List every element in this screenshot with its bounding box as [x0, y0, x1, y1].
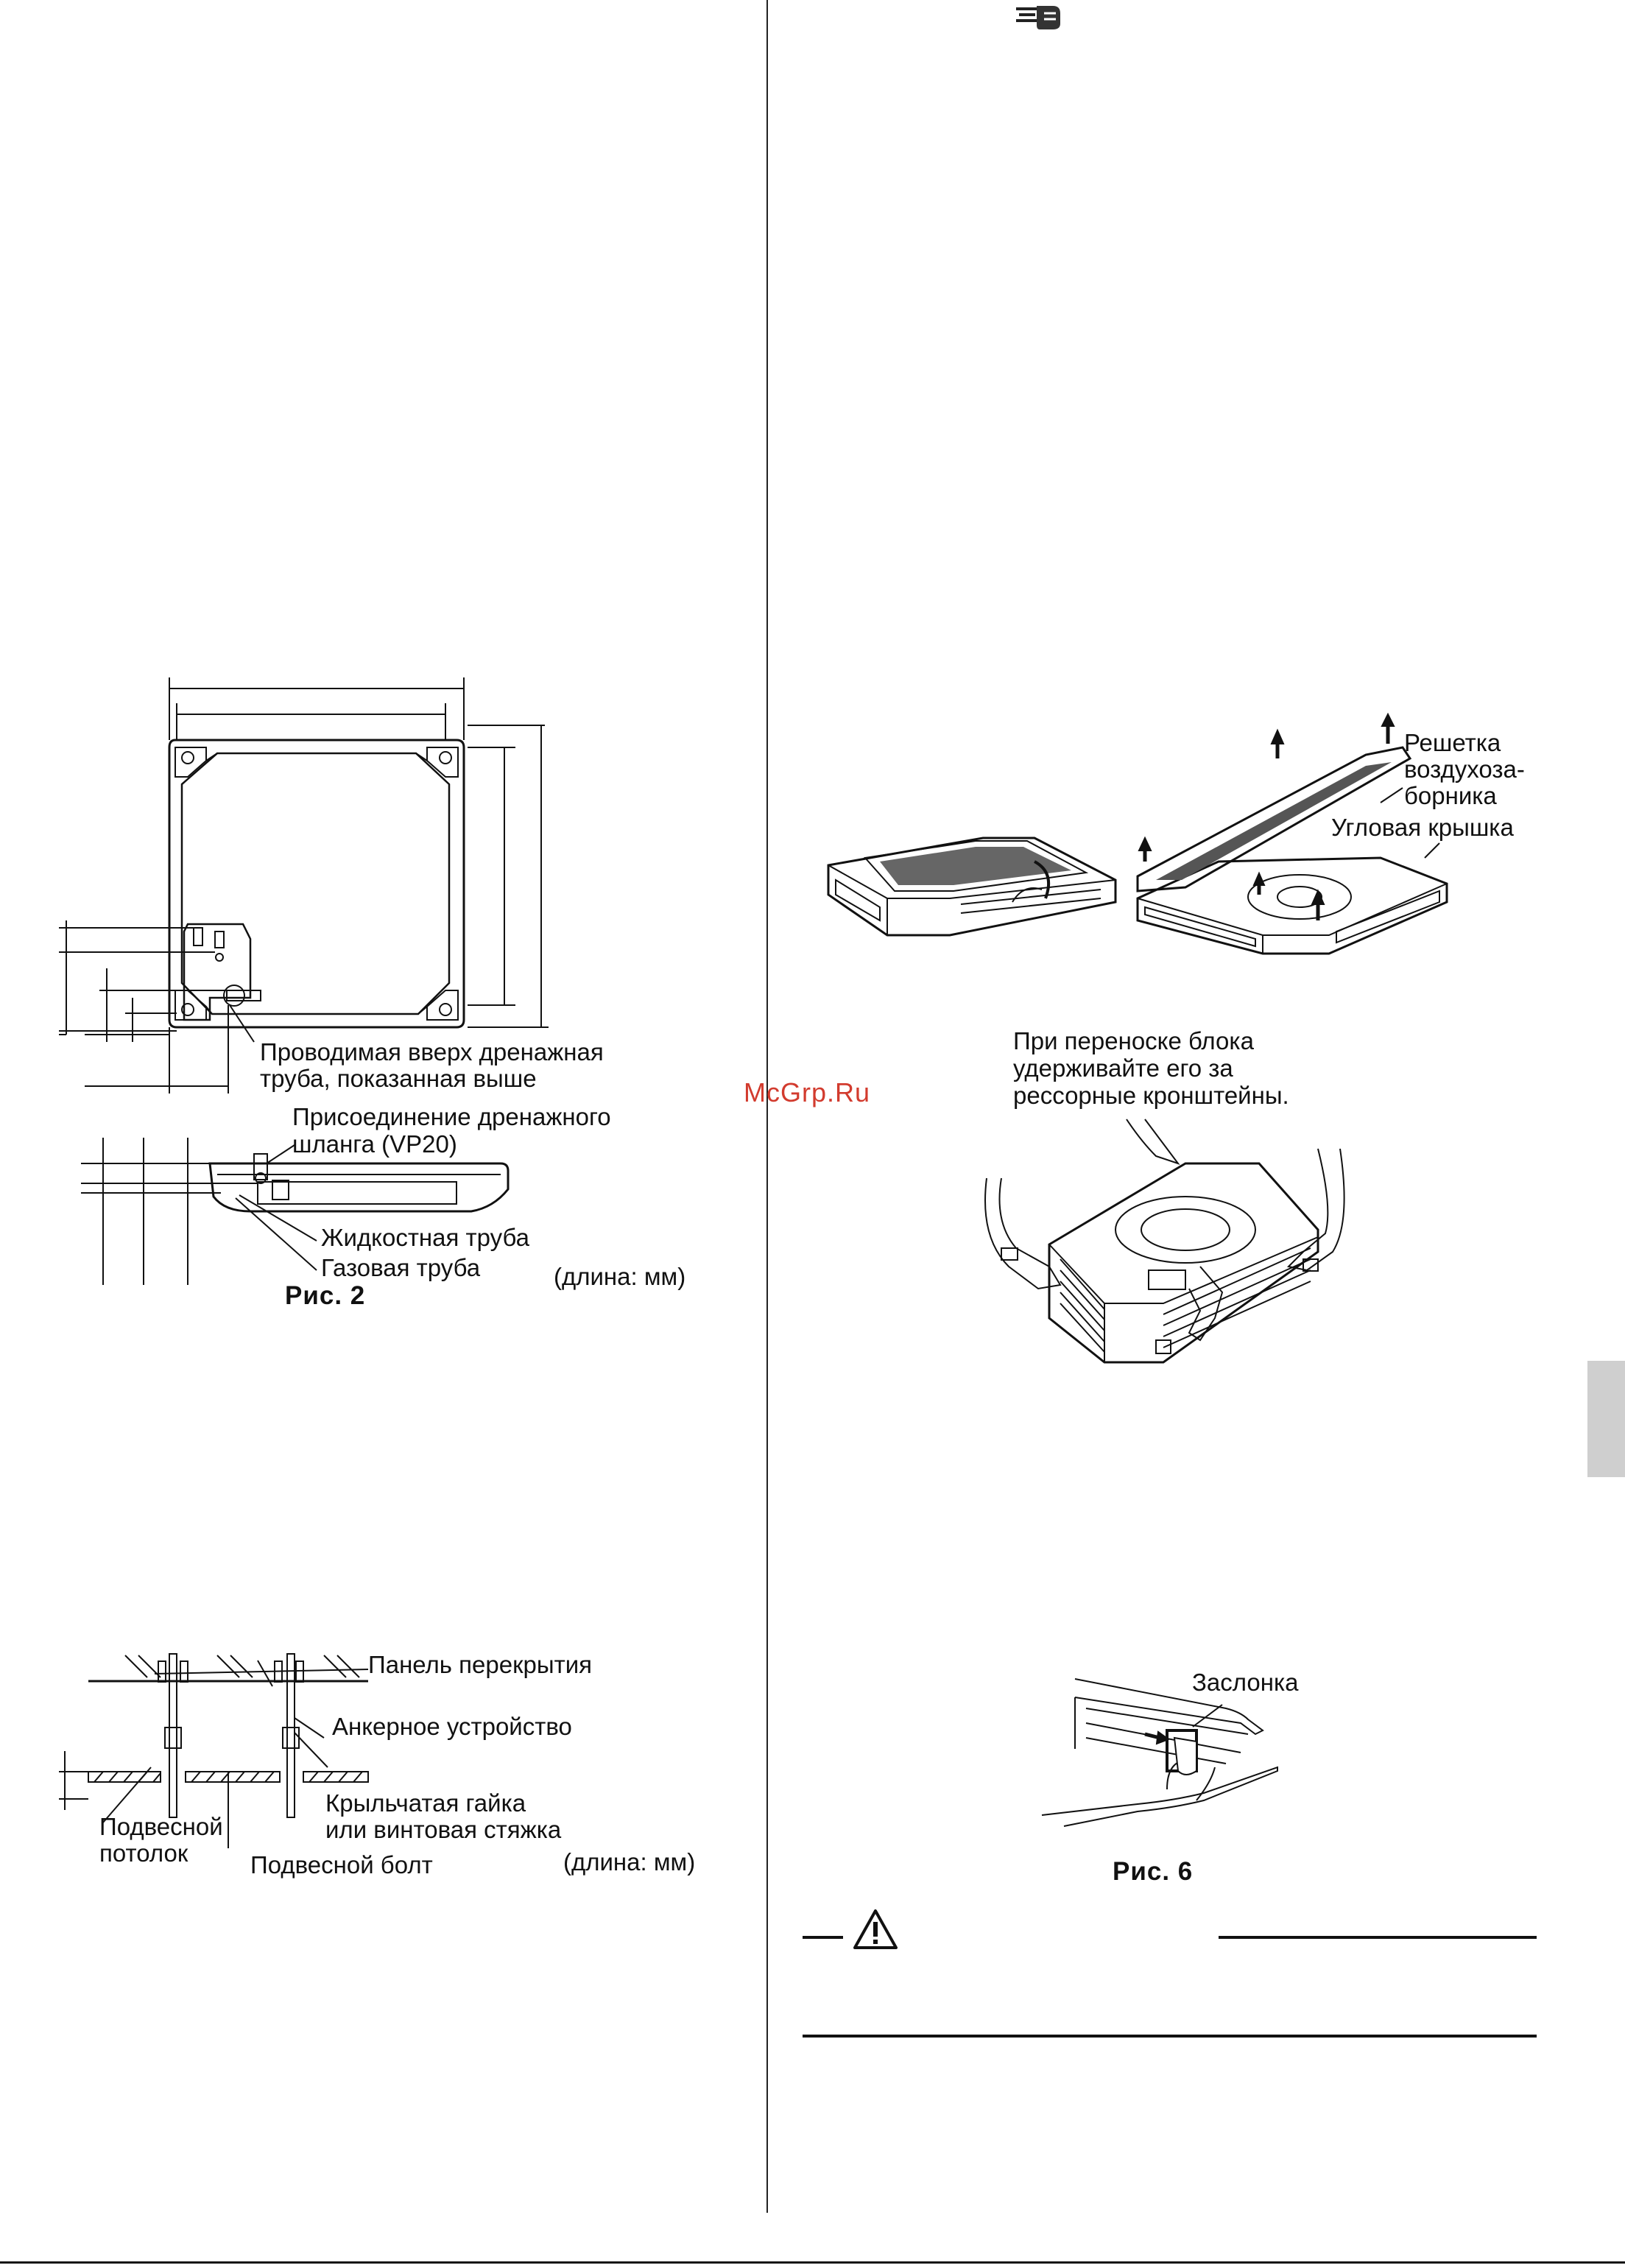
- fig2-units-label: (длина: мм): [554, 1263, 686, 1290]
- fig2-label-drain-up-1: Проводимая вверх дренажная: [260, 1038, 604, 1066]
- fig3-label-nut-2: или винтовая стяжка: [325, 1816, 562, 1843]
- fig2-label-drain-up-2: труба, показанная выше: [260, 1065, 537, 1092]
- carry-note-2: удерживайте его за: [1013, 1054, 1233, 1082]
- grille-label-3: борника: [1404, 782, 1497, 809]
- caution-rule-left: [803, 1936, 843, 1939]
- fig3-suspension-drawing: [59, 1648, 383, 1825]
- fig6-label-shutter: Заслонка: [1192, 1669, 1299, 1696]
- carry-note-3: рессорные кронштейны.: [1013, 1082, 1289, 1109]
- watermark-text: McGrp.Ru: [744, 1077, 871, 1107]
- fig3-units-label: (длина: мм): [563, 1848, 696, 1876]
- side-tab-marker: [1587, 1361, 1625, 1477]
- grille-label-2: воздухоза-: [1404, 756, 1525, 783]
- warning-triangle-icon: [853, 1909, 898, 1950]
- fig2-caption: Рис. 2: [285, 1281, 366, 1310]
- fig3-label-nut-1: Крыльчатая гайка: [325, 1789, 526, 1817]
- bottom-rule: [0, 2261, 1625, 2264]
- fig6-caption: Рис. 6: [1113, 1857, 1194, 1886]
- corner-cover-label: Угловая крышка: [1331, 814, 1514, 841]
- pointing-hand-icon: [1015, 6, 1060, 29]
- grille-removal-drawing: [821, 714, 1447, 965]
- carry-note-1: При переноске блока: [1013, 1027, 1254, 1054]
- fig6-shutter-drawing: [1027, 1679, 1292, 1834]
- grille-label-1: Решетка: [1404, 729, 1501, 756]
- fig2-label-hose-2: шланга (VP20): [292, 1130, 457, 1158]
- fig3-label-anchor: Анкерное устройство: [332, 1713, 572, 1740]
- carry-unit-drawing: [979, 1119, 1362, 1384]
- fig3-label-bolt: Подвесной болт: [250, 1851, 433, 1878]
- caution-rule-bottom: [803, 2035, 1537, 2038]
- fig3-leader-lines: [147, 1653, 383, 1874]
- column-divider: [766, 0, 768, 2213]
- fig2-label-gas-pipe: Газовая труба: [321, 1254, 481, 1281]
- fig2-label-hose-1: Присоединение дренажного: [292, 1103, 611, 1130]
- fig3-label-ceiling-1: Подвесной: [99, 1813, 223, 1840]
- caution-rule-right: [1219, 1936, 1537, 1939]
- fig3-label-ceiling-2: потолок: [99, 1839, 188, 1867]
- fig3-label-panel: Панель перекрытия: [368, 1651, 593, 1678]
- fig2-side-view-drawing: [74, 1138, 523, 1292]
- fig2-label-liquid-pipe: Жидкостная труба: [321, 1224, 530, 1251]
- fig2-top-view-drawing: [59, 674, 560, 1101]
